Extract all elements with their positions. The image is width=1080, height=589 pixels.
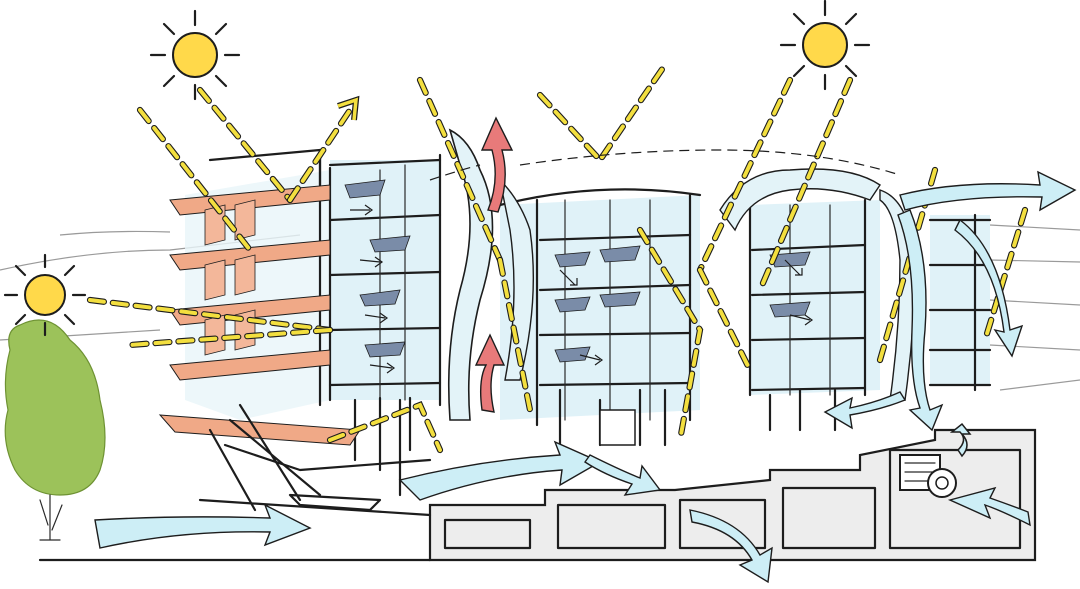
airflow-arrow-icon [584, 454, 662, 496]
solar-ray-arrow-icon [196, 86, 360, 204]
solar-ray-arrow-icon [86, 296, 334, 349]
airflow-arrow-icon [899, 170, 1077, 212]
solar-ray-arrows [86, 61, 1029, 454]
airflow-arrows [94, 149, 1077, 584]
airflow-arrow-icon [429, 164, 481, 181]
airflow-arrow-icon [823, 391, 907, 430]
left-building-block [158, 148, 442, 512]
solar-ray-arrow-icon [696, 76, 794, 374]
solar-ray-arrow-icon [416, 76, 534, 414]
airflow-arrow-icon [519, 149, 901, 176]
warm-air-arrows [474, 116, 514, 413]
solar-ray-arrow-icon [536, 61, 669, 165]
warm-air-arrow-icon [474, 333, 506, 413]
warm-air-arrow-icon [480, 116, 514, 213]
solar-ray-arrow-icon [756, 76, 854, 294]
right-building-block [719, 168, 992, 432]
solar-ray-arrow-icon [326, 401, 444, 454]
solar-ray-arrow-icon [136, 106, 254, 254]
sun-icon [149, 9, 241, 101]
airflow-arrow-icon [947, 486, 1031, 527]
solar-ray-arrow-icon [636, 226, 704, 444]
airflow-arrow-icon [94, 503, 312, 549]
shading-fins [158, 184, 361, 446]
airflow-arrow-icon [398, 440, 602, 501]
sun-icon [3, 253, 87, 337]
interior-flow-arrows [350, 204, 814, 374]
airflow-arrow-icon [954, 218, 1024, 358]
tree-icon [4, 319, 106, 541]
airflow-arrow-icon [689, 509, 773, 584]
airflow-arrow-icon [897, 209, 944, 432]
basement-section [38, 422, 1037, 562]
solar-ray-arrow-icon [981, 206, 1029, 344]
sun-icon [779, 0, 871, 91]
